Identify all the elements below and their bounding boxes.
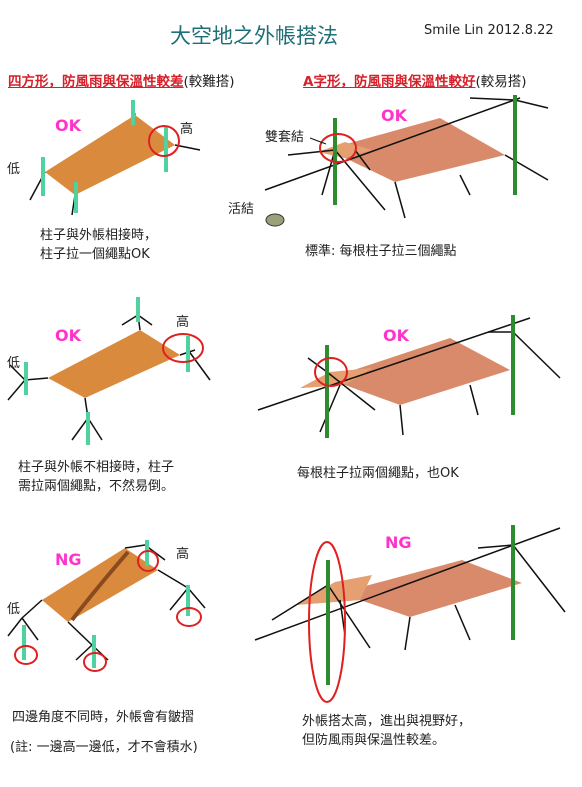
highlight-circle bbox=[319, 133, 357, 163]
low-label: 低 bbox=[7, 602, 21, 617]
panel-aframe-standard bbox=[264, 95, 549, 227]
highlight-circle bbox=[162, 333, 204, 363]
panel-square-uneven bbox=[7, 540, 206, 672]
ridge-rope bbox=[264, 97, 521, 191]
panel-aframe-too-high bbox=[254, 525, 566, 703]
tarp bbox=[300, 338, 510, 405]
double-knot-label: 雙套結 bbox=[265, 130, 305, 145]
highlight-circle bbox=[14, 645, 38, 665]
highlight-circle bbox=[148, 125, 180, 157]
page-title: 大空地之外帳搭法 bbox=[170, 24, 338, 48]
high-label: 高 bbox=[176, 547, 190, 562]
tarp bbox=[318, 118, 505, 182]
right-header-main: A字形，防風雨與保溫性較好 bbox=[303, 74, 476, 90]
highlight-circle bbox=[314, 357, 348, 387]
high-label: 高 bbox=[176, 315, 190, 330]
ridge-rope bbox=[254, 527, 561, 641]
slip-knot-label: 活結 bbox=[228, 202, 255, 217]
tarp bbox=[48, 330, 180, 398]
ng-label: NG bbox=[55, 550, 82, 569]
highlight-circle bbox=[308, 541, 346, 703]
tarp bbox=[295, 560, 522, 617]
author-date: Smile Lin 2012.8.22 bbox=[424, 23, 554, 38]
ok-label: OK bbox=[55, 116, 81, 135]
caption-6: 外帳搭太高，進出與視野好， 但防風雨與保溫性較差。 bbox=[302, 714, 472, 748]
ridge-rope bbox=[257, 317, 531, 411]
wrinkle bbox=[70, 550, 130, 622]
highlight-circle bbox=[137, 550, 159, 572]
slip-knot-stake bbox=[265, 213, 285, 227]
low-label: 低 bbox=[7, 162, 21, 177]
caption-1: 柱子與外帳相接時， 柱子拉一個繩點OK bbox=[40, 228, 158, 262]
caption-4: 每根柱子拉兩個繩點，也OK bbox=[297, 466, 459, 481]
caption-5: 四邊角度不同時，外帳會有皺摺 bbox=[12, 710, 195, 725]
ok-label: OK bbox=[383, 326, 409, 345]
ok-label: OK bbox=[55, 326, 81, 345]
panel-aframe-two-points bbox=[257, 315, 561, 438]
caption-2: 標準: 每根柱子拉三個繩點 bbox=[305, 244, 457, 259]
right-header-note: (較易搭) bbox=[475, 74, 527, 90]
caption-3: 柱子與外帳不相接時，柱子 需拉兩個繩點，不然易倒。 bbox=[18, 460, 175, 494]
tarp bbox=[45, 115, 175, 195]
panel-square-attached bbox=[29, 100, 201, 216]
tarp-fold bbox=[295, 575, 372, 605]
caption-5-note: (註: 一邊高一邊低，才不會積水) bbox=[10, 740, 198, 755]
high-label: 高 bbox=[180, 122, 194, 137]
tarp-fold bbox=[300, 368, 372, 388]
ok-label: OK bbox=[381, 106, 407, 125]
left-header: 四方形，防風雨與保溫性較差(較難搭) bbox=[8, 70, 235, 90]
left-header-main: 四方形，防風雨與保溫性較差 bbox=[8, 74, 184, 90]
highlight-circle bbox=[83, 652, 107, 672]
ng-label: NG bbox=[385, 533, 412, 552]
panel-square-detached bbox=[7, 297, 211, 445]
right-header: A字形，防風雨與保溫性較好(較易搭) bbox=[303, 70, 527, 90]
low-label: 低 bbox=[7, 356, 21, 371]
left-header-note: (較難搭) bbox=[183, 74, 235, 90]
highlight-circle bbox=[176, 607, 202, 627]
